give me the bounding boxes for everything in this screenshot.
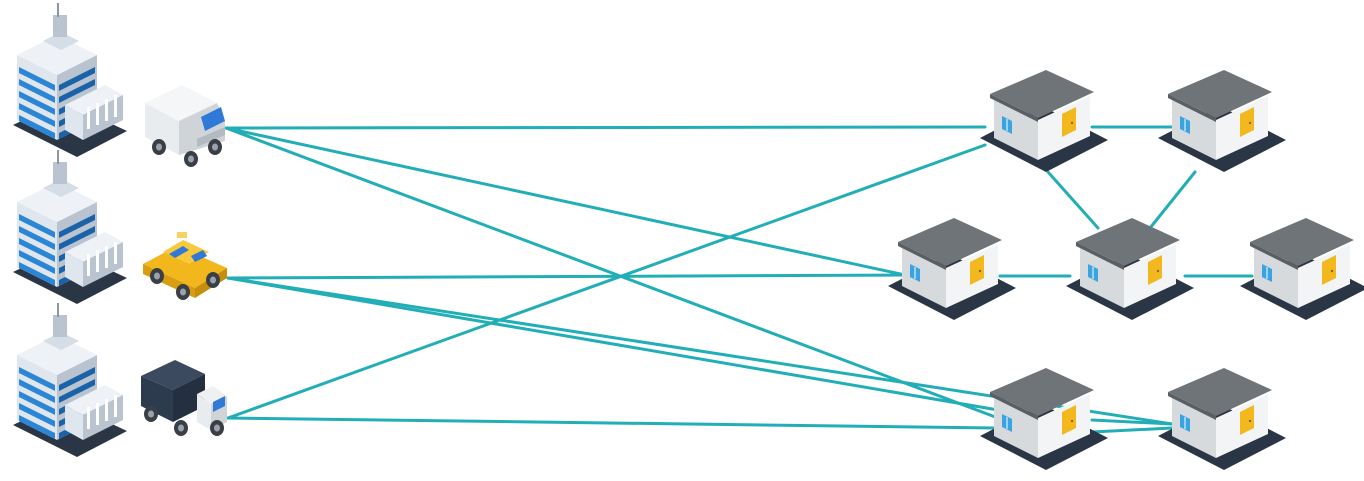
wh-bottom-right-warehouse-icon (1158, 368, 1286, 470)
connection-line-wh-top-right-to-wh-mid-center (1150, 172, 1195, 228)
connection-line-truck-to-wh-bottom-left (228, 418, 995, 428)
wh-bottom-left-warehouse-icon (980, 368, 1108, 470)
taxi-car-icon (143, 232, 227, 300)
connection-line-van-to-wh-mid-left (226, 128, 905, 275)
connection-line-taxi-to-wh-mid-left (228, 275, 905, 278)
hq-building-icon (13, 150, 127, 304)
connection-line-wh-bottom-left-to-wh-bottom-right-secondary (1092, 428, 1172, 432)
network-nodes (13, 3, 1364, 470)
wh-mid-left-warehouse-icon (888, 218, 1016, 320)
connection-line-taxi-to-wh-bottom-left (228, 278, 998, 410)
delivery-van-icon (145, 85, 225, 167)
wh-top-right-warehouse-icon (1158, 70, 1286, 172)
wh-mid-right-warehouse-icon (1240, 218, 1364, 320)
connection-line-van-to-wh-top-left (226, 127, 985, 128)
connection-line-van-to-wh-bottom-left (226, 128, 998, 418)
hq-building-icon (13, 3, 127, 157)
wh-mid-center-warehouse-icon (1066, 218, 1194, 320)
connection-line-wh-top-left-to-wh-mid-center (1048, 172, 1098, 228)
connection-line-wh-bottom-left-to-wh-bottom-right (1092, 420, 1172, 424)
cargo-truck-icon (141, 360, 227, 436)
hq-building-icon (13, 303, 127, 457)
wh-top-left-warehouse-icon (980, 70, 1108, 172)
